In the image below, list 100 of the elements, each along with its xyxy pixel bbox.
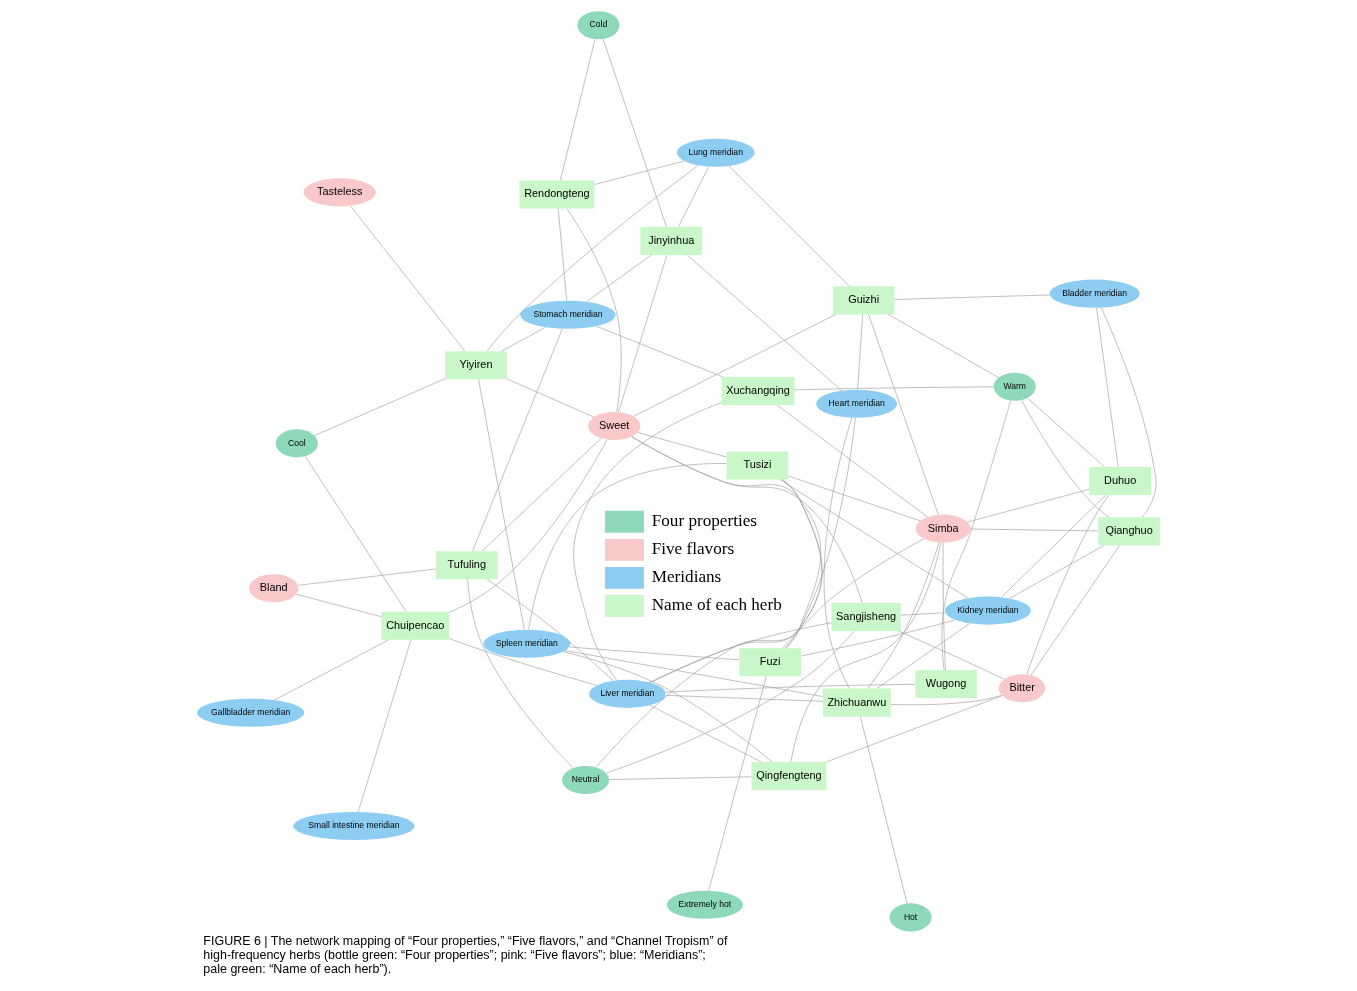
node-ellipse: Hot xyxy=(889,903,932,932)
connector xyxy=(501,327,546,352)
node-ellipse: Cold xyxy=(577,11,620,40)
connector xyxy=(826,695,1003,763)
connector xyxy=(1009,545,1105,599)
connector xyxy=(637,432,727,458)
connector xyxy=(602,38,667,228)
connector xyxy=(776,404,928,518)
connector xyxy=(782,538,925,649)
connector xyxy=(687,254,842,391)
node-ellipse: Simba xyxy=(915,514,971,543)
connector xyxy=(585,254,652,303)
connector xyxy=(794,386,994,391)
connector xyxy=(868,314,939,515)
connector xyxy=(608,776,752,780)
node-box: Fuzi xyxy=(739,648,801,677)
connector xyxy=(876,623,970,689)
connector xyxy=(1026,495,1110,675)
connector xyxy=(728,165,850,287)
node-ellipse: Bland xyxy=(249,574,299,603)
connector xyxy=(573,402,722,681)
connector xyxy=(557,208,567,301)
node-box: Xuchangqing xyxy=(721,376,795,406)
connector xyxy=(1030,545,1120,676)
connector xyxy=(633,314,837,417)
connector xyxy=(890,694,1003,706)
node-ellipse: Liver meridian xyxy=(589,679,666,708)
node-box: Sangjisheng xyxy=(831,602,901,631)
node-ellipse: Bladder meridian xyxy=(1049,279,1140,308)
connector xyxy=(478,379,525,630)
connector xyxy=(606,630,855,774)
node-box: Zhichuanwu xyxy=(822,688,891,717)
connector xyxy=(800,619,956,657)
node-box: Yiyiren xyxy=(445,351,507,380)
node-ellipse: Heart meridian xyxy=(816,389,898,418)
node-box: Chuipencao xyxy=(381,611,450,640)
connector xyxy=(304,456,407,612)
connector xyxy=(594,160,685,185)
connector xyxy=(528,463,727,630)
connector xyxy=(506,378,595,418)
node-ellipse: Extremely hot xyxy=(666,890,744,919)
connector xyxy=(967,488,1090,523)
legend-label: Name of each herb xyxy=(651,595,782,615)
connector xyxy=(448,439,608,613)
connector xyxy=(357,639,412,813)
legend-label: Five flavors xyxy=(651,539,735,559)
node-ellipse: Gallbladder meridian xyxy=(197,698,305,727)
connector xyxy=(1001,494,1107,598)
connector xyxy=(1096,307,1119,468)
node-ellipse: Kidney meridian xyxy=(944,596,1031,625)
node-box: Jinyinhua xyxy=(640,226,703,255)
node-ellipse: Cool xyxy=(275,429,318,458)
connector xyxy=(665,695,824,702)
legend-label: Meridians xyxy=(651,567,722,587)
connector xyxy=(970,528,1099,532)
node-ellipse: Warm xyxy=(993,372,1036,401)
connector xyxy=(296,593,382,617)
node-ellipse: Small intestine meridian xyxy=(293,811,415,841)
node-box: Rendongteng xyxy=(519,180,595,209)
legend-label: Four properties xyxy=(651,511,758,531)
node-box: Tusizi xyxy=(726,451,789,480)
connector xyxy=(900,612,946,616)
connector xyxy=(560,38,596,181)
connector xyxy=(481,438,602,552)
connector xyxy=(487,579,614,681)
connector xyxy=(350,205,466,352)
connector xyxy=(860,716,908,904)
connector xyxy=(314,378,446,436)
connector xyxy=(894,294,1050,300)
connector xyxy=(631,436,822,649)
connector xyxy=(788,475,921,522)
connector xyxy=(1100,307,1157,518)
node-ellipse: Tasteless xyxy=(303,178,376,207)
connector xyxy=(942,542,946,671)
node-box: Qianghuo xyxy=(1098,517,1160,546)
connector xyxy=(678,166,710,228)
node-ellipse: Spleen meridian xyxy=(483,629,571,658)
connector xyxy=(1027,397,1105,468)
node-ellipse: Lung meridian xyxy=(676,138,755,167)
connector xyxy=(665,684,916,693)
connector xyxy=(618,254,668,413)
connector xyxy=(564,650,824,697)
node-ellipse: Bitter xyxy=(998,674,1046,703)
node-ellipse: Stomach meridian xyxy=(520,300,616,329)
connector xyxy=(472,328,563,552)
connector xyxy=(274,639,389,701)
connector xyxy=(297,568,437,586)
node-box: Wugong xyxy=(915,669,977,699)
connector xyxy=(887,314,999,378)
connector xyxy=(649,705,762,763)
node-box: Duhuo xyxy=(1089,466,1151,495)
connector xyxy=(1021,399,1110,518)
connector xyxy=(486,165,699,352)
node-box: Guizhi xyxy=(832,286,895,315)
connector xyxy=(649,622,832,683)
connector xyxy=(790,542,941,763)
connector xyxy=(566,208,622,413)
connector xyxy=(898,630,1005,680)
connector xyxy=(857,314,863,390)
connector xyxy=(867,542,940,689)
